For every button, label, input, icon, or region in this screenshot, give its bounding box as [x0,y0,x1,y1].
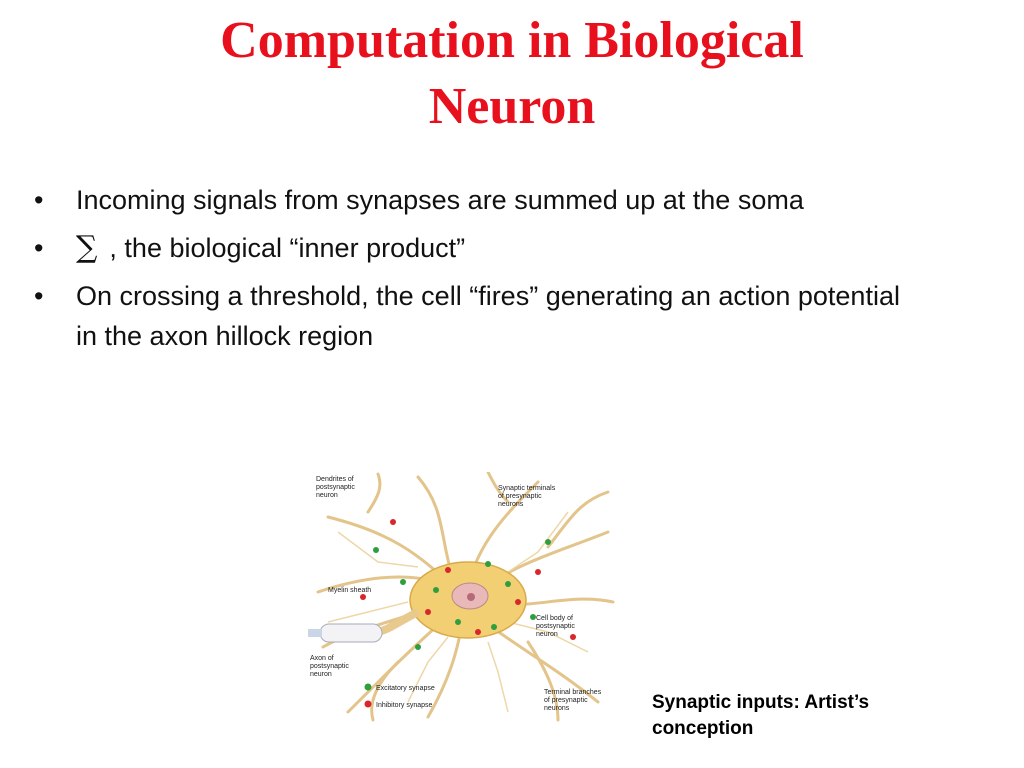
bullet-glyph: • [34,233,44,263]
bullet-text: , the biological “inner product” [109,233,466,263]
inhibitory-synapse [364,700,372,708]
inhibitory-synapse [475,629,481,635]
terminal-branch [487,641,509,713]
nucleolus [467,593,475,601]
excitatory-synapse [373,547,379,553]
myelin-sheath [319,623,383,643]
excitatory-synapse [505,581,511,587]
inhibitory-synapse [445,567,451,573]
inhibitory-synapses [360,519,576,708]
excitatory-synapse [415,644,421,650]
dendrite [486,472,510,504]
title-line-2: Neuron [428,78,596,135]
terminal-branch [337,531,419,568]
terminal-branch [507,621,589,653]
bullet-item: • Incoming signals from synapses are sum… [28,180,928,220]
bullet-item: • On crossing a threshold, the cell “fir… [28,276,928,356]
inhibitory-synapse [360,594,366,600]
inhibitory-synapse [570,634,576,640]
excitatory-synapse [530,614,536,620]
inhibitory-synapse [425,609,431,615]
title-line-1: Computation in Biological [220,12,804,69]
bullet-glyph: • [34,281,44,311]
dendrite [370,660,400,722]
inhibitory-synapse [390,519,396,525]
axon [308,629,322,637]
terminal-branch [507,511,569,573]
excitatory-synapse [433,587,439,593]
dendrite [546,490,610,549]
bullet-item: • ∑ , the biological “inner product” [28,228,928,268]
inhibitory-synapse [535,569,541,575]
figure-caption: Synaptic inputs: Artist’s conception [652,692,870,739]
bullet-glyph: • [34,185,44,215]
excitatory-synapse [545,539,551,545]
label-myelin: Myelin sheath [328,587,371,594]
bullet-text: Incoming signals from synapses are summe… [76,185,804,215]
label-excitatory: Excitatory synapse [376,685,435,692]
slide-title: Computation in Biological Neuron [0,8,1024,140]
excitatory-synapse [455,619,461,625]
excitatory-synapse [491,624,497,630]
dendrite [366,472,382,514]
inhibitory-synapse [515,599,521,605]
excitatory-synapse [485,561,491,567]
bullet-list: • Incoming signals from synapses are sum… [28,180,928,364]
excitatory-synapse [400,579,406,585]
bullet-text: On crossing a threshold, the cell “fires… [76,281,900,351]
excitatory-synapses [364,539,551,691]
excitatory-synapse [364,683,372,691]
dendrite [526,640,560,722]
terminal-branch [407,636,449,703]
sigma-symbol: ∑ [76,230,98,265]
terminal-branch [327,601,409,623]
label-inhibitory: Inhibitory synapse [376,702,433,709]
terminal-branches [327,511,589,713]
